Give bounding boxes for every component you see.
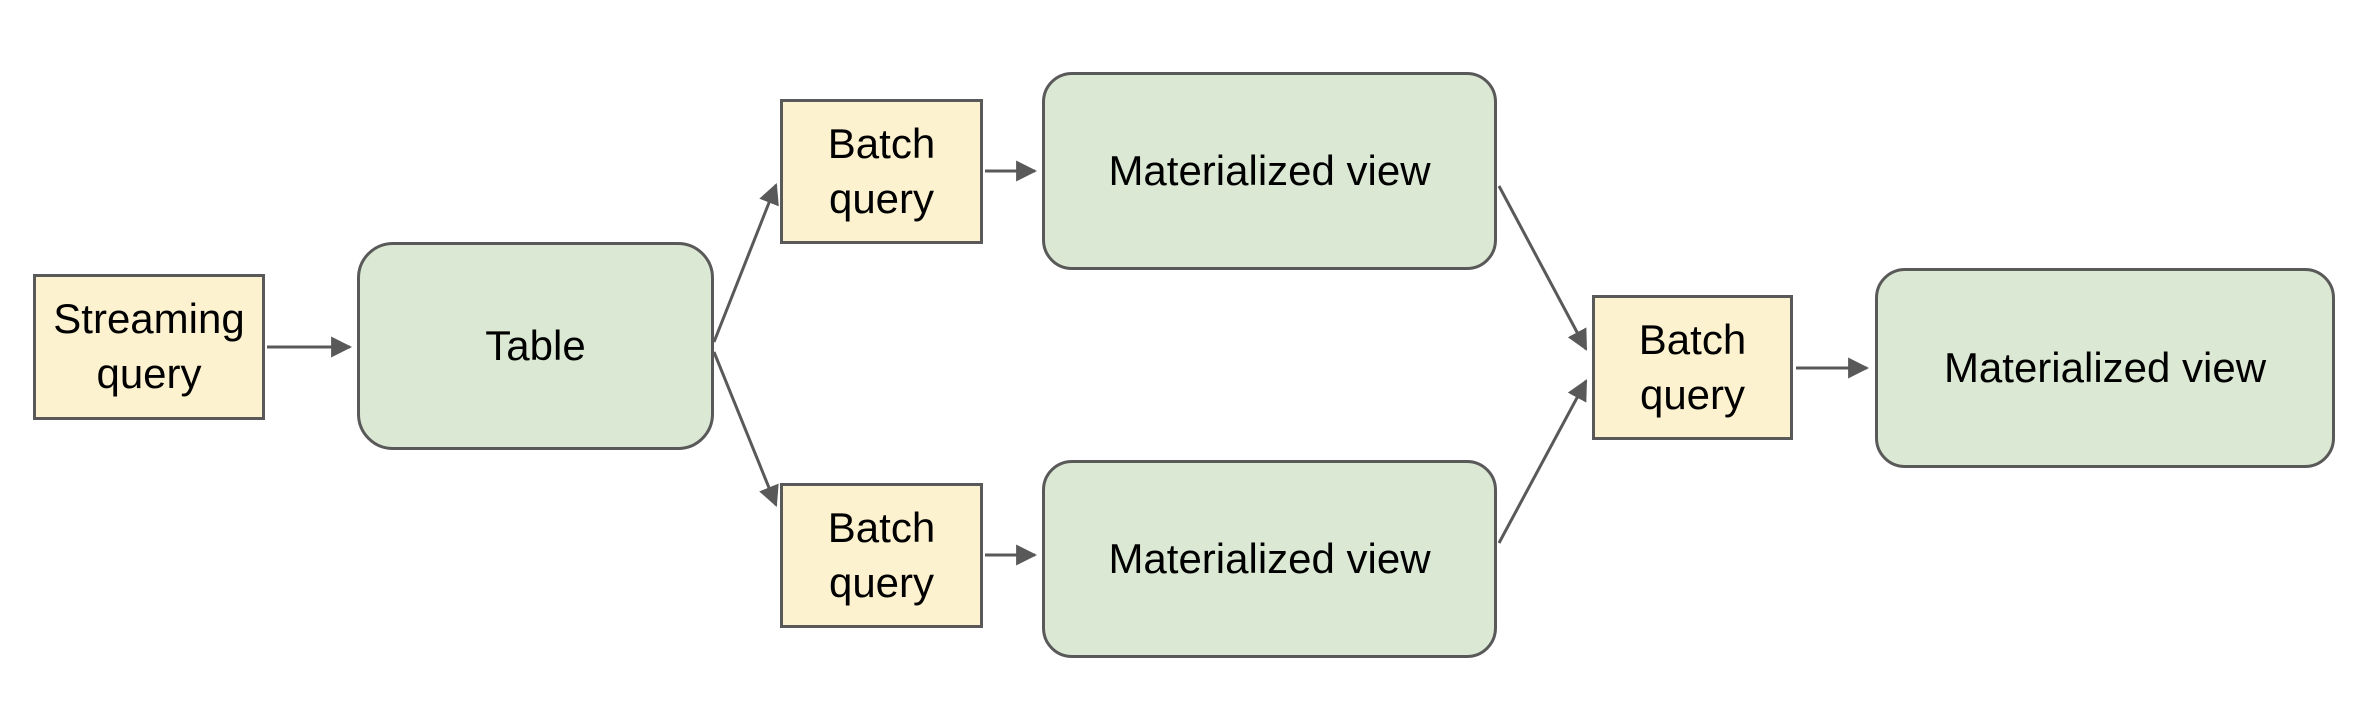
node-streaming-query: Streaming query [33, 274, 265, 420]
connector-table-to-batch-query-bottom [712, 351, 779, 507]
node-label: Materialized view [1108, 534, 1431, 582]
node-label: Materialized view [1108, 146, 1431, 194]
connector-table-to-batch-query-top [712, 183, 779, 343]
node-label: Batch query [827, 119, 936, 222]
node-batch-query-top: Batch query [780, 99, 983, 244]
node-materialized-view-top: Materialized view [1042, 72, 1497, 270]
node-table: Table [357, 242, 714, 450]
node-materialized-view-bottom: Materialized view [1042, 460, 1497, 658]
node-batch-query-bottom: Batch query [780, 483, 983, 628]
node-label: Batch query [827, 503, 936, 606]
node-label: Table [485, 321, 586, 369]
connector-materialized-view-top-to-batch-query-final [1497, 185, 1588, 351]
node-batch-query-final: Batch query [1592, 295, 1793, 440]
connector-materialized-view-bottom-to-batch-query-final [1497, 379, 1588, 544]
node-materialized-view-final: Materialized view [1875, 268, 2335, 468]
node-label: Batch query [1638, 315, 1747, 418]
node-label: Materialized view [1943, 343, 2267, 391]
node-label: Streaming query [53, 295, 245, 397]
